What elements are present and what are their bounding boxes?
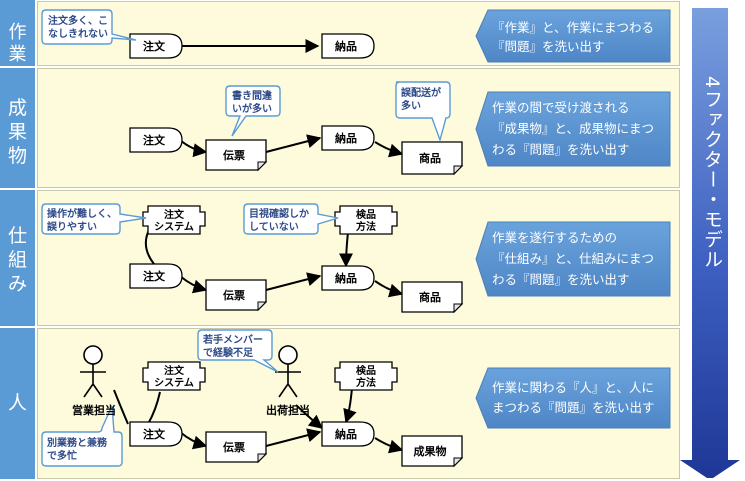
- node-r2-goods: 商品: [419, 151, 441, 165]
- node-r4-output: 成果物: [414, 444, 447, 458]
- connector-r4-delivery-output: [374, 437, 404, 454]
- row-label-people-text: 人: [7, 392, 27, 414]
- desc-text-people: 作業に関わる『人』と、人にまつわる『問題』を洗い出す: [492, 380, 655, 415]
- mechanism-r4-system-text: 注文システム: [154, 364, 194, 389]
- callout-r4-busy-text: 別業務と兼務で多忙: [46, 436, 108, 462]
- desc-box-mechanism: [475, 221, 671, 297]
- mechanism-r3-system-text: 注文システム: [154, 208, 194, 233]
- row-label-output: 成果物: [0, 68, 35, 190]
- callout-r2-misship: [395, 81, 451, 143]
- connector-r4-shipping-delivery: [295, 404, 324, 429]
- callout-r2-typo: [225, 85, 281, 137]
- row-label-task: 作業: [0, 0, 35, 68]
- factor-diagram: 注文 納品 注文 伝票 納品 商品 注文 伝票 納品 商品 注文 伝票 納品 成…: [41, 9, 671, 468]
- task-box-r3-order: [129, 263, 183, 289]
- actor-shipping-label: 出荷担当: [266, 403, 310, 417]
- actor-sales-label: 営業担当: [72, 403, 116, 417]
- callout-r3-visual: [243, 203, 339, 235]
- row-label-task-text: 作業: [8, 22, 27, 65]
- desc-text-task: 『作業』と、作業にまつわる『問題』を洗い出す: [492, 20, 654, 54]
- connector-r4-method-delivery: [343, 387, 357, 424]
- node-r2-order: 注文: [143, 133, 166, 147]
- node-r3-goods: 商品: [419, 290, 441, 304]
- callout-r4-young: [197, 329, 279, 373]
- connector-r4-slip-delivery: [265, 428, 322, 447]
- task-box-r1-order: [129, 33, 183, 59]
- row-label-people: 人: [0, 328, 35, 479]
- four-factor-model-label: 4ファクター・モデル: [701, 76, 723, 270]
- task-box-r2-delivery: [321, 125, 375, 151]
- four-factor-model-arrow: 4ファクター・モデル: [678, 8, 742, 478]
- task-box-r2-order: [129, 127, 183, 153]
- node-r2-slip: 伝票: [223, 148, 245, 162]
- connector-r2-delivery-goods: [374, 141, 404, 158]
- desc-box-task: [475, 9, 671, 63]
- node-r1-delivery: 納品: [335, 39, 357, 53]
- node-r3-delivery: 納品: [335, 271, 357, 285]
- connector-r4-sales-order: [113, 389, 129, 425]
- desc-box-output: [475, 91, 671, 167]
- mechanism-r4-method: [334, 361, 398, 391]
- callout-r2-misship-text: 誤配送が多い: [401, 86, 442, 112]
- task-box-r3-delivery: [321, 265, 375, 291]
- actor-shipping-icon: [275, 345, 301, 398]
- connector-r2-order-slip: [179, 139, 208, 158]
- mechanism-r3-system: [142, 205, 206, 235]
- connector-r3-method-delivery: [339, 231, 354, 268]
- desc-text-mechanism: 作業を遂行するための『仕組み』と、仕組みにまつわる『問題』を洗い出す: [492, 230, 654, 287]
- connector-r4-order-slip: [179, 431, 208, 450]
- callout-r3-hard-text: 操作が難しく、誤りやすい: [47, 207, 117, 233]
- mechanism-r3-method: [334, 205, 398, 235]
- node-r4-delivery: 納品: [335, 427, 357, 441]
- connector-r2-slip-delivery: [265, 134, 322, 153]
- node-r3-slip: 伝票: [223, 288, 245, 302]
- task-box-r4-delivery: [321, 421, 375, 447]
- callout-r4-young-text: 若手メンバーで経験不足: [202, 333, 263, 359]
- callout-r1-orders: [41, 9, 137, 45]
- task-box-r4-order: [129, 421, 183, 447]
- task-box-r1-delivery: [321, 33, 375, 59]
- callout-r3-visual-text: 目視確認しかしていない: [249, 207, 309, 233]
- mechanism-r4-method-text: 検品方法: [356, 364, 376, 389]
- node-r4-order: 注文: [143, 427, 166, 441]
- row-label-mechanism-text: 仕組み: [7, 225, 27, 295]
- node-r3-order: 注文: [143, 269, 166, 283]
- row-label-output-text: 成果物: [7, 97, 27, 167]
- callout-r3-hard: [41, 203, 147, 235]
- connector-r3-delivery-goods: [374, 280, 404, 298]
- node-r4-slip: 伝票: [223, 440, 245, 454]
- connector-r3-order-slip: [179, 275, 208, 294]
- row-label-mechanism: 仕組み: [0, 190, 35, 328]
- connector-r4-system-order: [147, 391, 161, 425]
- callout-r4-busy: [41, 405, 123, 467]
- desc-box-people: [475, 367, 671, 429]
- callout-r1-orders-text: 注文多く、こなしきれない: [48, 14, 108, 40]
- node-r2-delivery: 納品: [335, 131, 357, 145]
- node-r1-order: 注文: [143, 39, 166, 53]
- mechanism-r4-system: [142, 361, 206, 391]
- mechanism-r3-method-text: 検品方法: [356, 208, 376, 233]
- callout-r2-typo-text: 書き間違いが多い: [232, 89, 272, 115]
- actor-sales-icon: [80, 345, 106, 398]
- desc-text-output: 作業の間で受け渡される『成果物』と、成果物にまつわる『問題』を洗い出す: [492, 100, 654, 157]
- connector-r3-slip-delivery: [265, 272, 322, 291]
